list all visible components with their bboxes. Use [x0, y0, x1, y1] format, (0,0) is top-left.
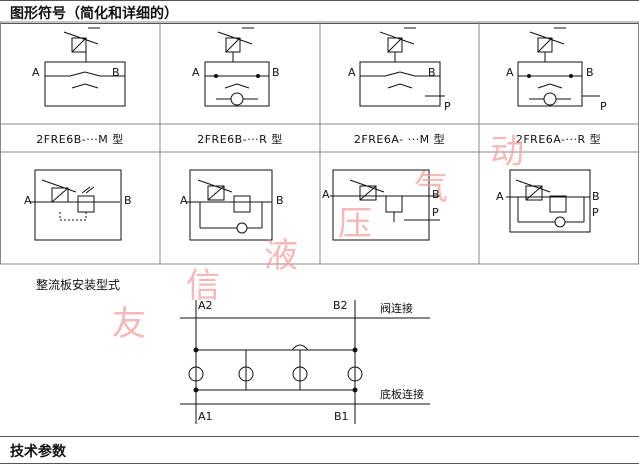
- port-a-label-1: A: [32, 66, 40, 79]
- watermark-char-4: 压: [338, 204, 372, 244]
- mounting-title: 整流板安装型式: [36, 278, 121, 292]
- port-p-label-3: P: [444, 100, 451, 113]
- port-b-label-3: B: [428, 66, 436, 79]
- port-p-label-4: P: [600, 100, 607, 113]
- detail-port-p-4: P: [592, 206, 599, 219]
- model-label-4: 2FRE6A-···R 型: [515, 133, 602, 146]
- port-a-label-3: A: [348, 66, 356, 79]
- detail-port-b-3: B: [432, 188, 440, 201]
- model-label-1: 2FRE6B-···M 型: [36, 133, 124, 146]
- simple-symbol-4: [517, 27, 600, 107]
- rectifier-plate-diagram: [180, 300, 430, 424]
- detail-symbol-3: [330, 169, 440, 241]
- valve-connection-label: 阀连接: [380, 302, 413, 315]
- tech-params-title: 技术参数: [10, 444, 66, 460]
- model-label-3: 2FRE6A- ···M 型: [353, 133, 446, 146]
- watermark-char-3: 液: [264, 236, 298, 276]
- port-a-label-4: A: [506, 66, 514, 79]
- detail-port-b-2: B: [276, 194, 284, 207]
- detail-port-p-3: P: [432, 206, 439, 219]
- port-b-label-4: B: [586, 66, 594, 79]
- simple-symbol-3: [359, 27, 445, 107]
- watermark-char-6: 动: [490, 132, 524, 172]
- detail-port-a-4: A: [496, 190, 504, 203]
- simple-symbol-1: [44, 27, 126, 107]
- port-b2-label: B2: [333, 299, 348, 312]
- symbols-header-title: 图形符号（简化和详细的）: [10, 6, 178, 22]
- port-a-label-2: A: [192, 66, 200, 79]
- symbols-header: 图形符号（简化和详细的）: [0, 0, 639, 24]
- detail-port-b-1: B: [124, 194, 132, 207]
- table-grid: [0, 21, 639, 265]
- model-label-2: 2FRE6B-···R 型: [197, 133, 283, 146]
- port-b1-label: B1: [334, 410, 349, 423]
- detail-symbol-4: [506, 169, 591, 233]
- port-a2-label: A2: [198, 299, 213, 312]
- watermark-char-1: 友: [112, 304, 146, 344]
- simple-symbol-2: [204, 27, 270, 107]
- detail-port-a-1: A: [24, 194, 32, 207]
- detail-port-a-3: A: [322, 188, 330, 201]
- detail-symbol-2: [186, 169, 273, 241]
- watermark-char-5: 气: [414, 168, 448, 208]
- detail-port-b-4: B: [592, 190, 600, 203]
- base-connection-label: 底板连接: [380, 388, 424, 401]
- watermark-char-2: 信: [186, 266, 220, 306]
- detail-port-a-2: A: [180, 194, 188, 207]
- port-a1-label: A1: [198, 410, 213, 423]
- port-b-label-2: B: [272, 66, 280, 79]
- detail-symbol-1: [30, 169, 122, 241]
- port-b-label-1: B: [112, 66, 120, 79]
